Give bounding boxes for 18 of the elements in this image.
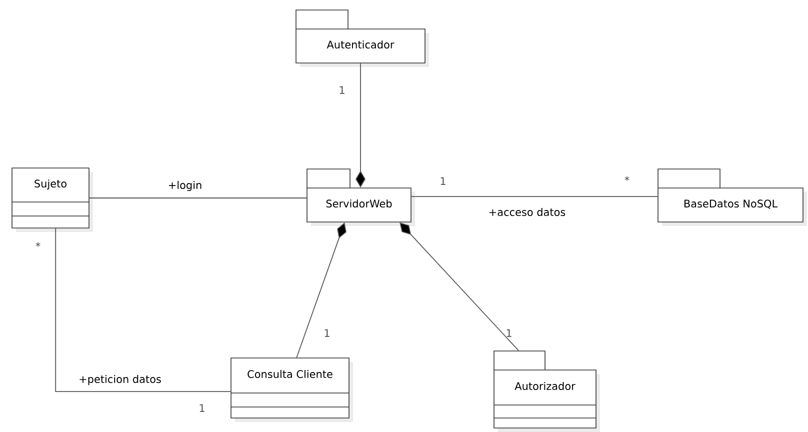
package-box: BaseDatos NoSQL [658, 168, 807, 226]
association-line [410, 196, 658, 198]
edge-label: +login [166, 180, 204, 192]
multiplicity-label: 1 [440, 177, 446, 185]
edge-label: +peticion datos [78, 374, 162, 386]
multiplicity-label: * [36, 242, 40, 247]
package-box: Autenticador [296, 10, 429, 67]
package-box: ServidorWeb [306, 168, 415, 226]
class-box: Consulta Cliente [230, 358, 353, 422]
multiplicity-label: 1 [506, 329, 512, 337]
multiplicity-label: 1 [340, 86, 344, 94]
class-box: Sujeto [12, 168, 93, 232]
association-line [55, 228, 232, 392]
edge-label: +acceso datos [487, 206, 567, 218]
multiplicity-label: * [624, 176, 630, 181]
package-box: Autorizador [494, 350, 600, 432]
multiplicity-label: 1 [324, 329, 330, 337]
multiplicity-label: 1 [200, 404, 204, 412]
